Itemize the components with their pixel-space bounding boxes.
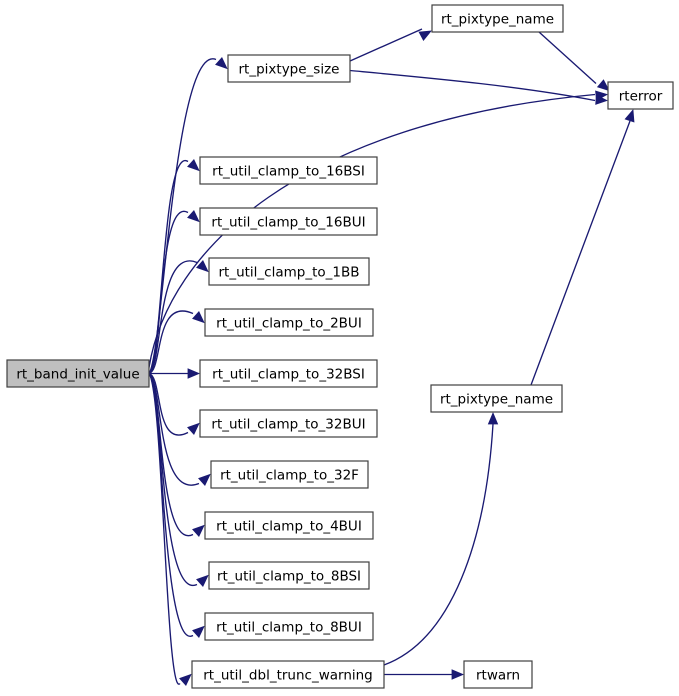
edge-rt_pixtype_size-to-rterror (349, 69, 609, 105)
node-box[interactable] (463, 660, 533, 689)
node-box[interactable] (6, 359, 150, 388)
node-rt_pixtype_name_top[interactable]: rt_pixtype_name (431, 4, 564, 33)
node-box[interactable] (208, 561, 370, 590)
edges-layer (148, 28, 635, 686)
arrow-head-icon (595, 94, 609, 105)
edge-line (530, 120, 631, 386)
edge-line (349, 28, 423, 62)
edge-rt_pixtype_name_mid-to-rterror (530, 109, 635, 386)
node-box[interactable] (199, 409, 378, 438)
node-rt_util_clamp_to_8BUI[interactable]: rt_util_clamp_to_8BUI (204, 612, 374, 641)
arrow-head-icon (192, 625, 205, 638)
arrow-head-icon (196, 260, 209, 273)
edge-line (148, 310, 194, 375)
node-box[interactable] (208, 257, 370, 286)
edge-line (538, 31, 597, 85)
edge-line (349, 69, 596, 102)
edge-rt_band_init_value-to-rt_util_clamp_to_32BUI (148, 372, 200, 436)
arrow-head-icon (187, 422, 200, 435)
node-box[interactable] (204, 612, 374, 641)
node-rt_util_clamp_to_16BSI[interactable]: rt_util_clamp_to_16BSI (199, 156, 378, 185)
arrow-head-icon (624, 109, 635, 123)
edge-line (148, 372, 189, 436)
node-box[interactable] (199, 156, 378, 185)
edge-rt_band_init_value-to-rt_util_clamp_to_32BSI (149, 368, 201, 379)
node-box[interactable] (191, 660, 385, 689)
node-box[interactable] (227, 54, 351, 83)
arrow-head-icon (179, 673, 192, 686)
node-rt_util_clamp_to_32BUI[interactable]: rt_util_clamp_to_32BUI (199, 409, 378, 438)
node-box[interactable] (199, 359, 378, 388)
arrow-head-icon (192, 311, 205, 324)
arrow-head-icon (192, 524, 205, 537)
arrow-head-icon (187, 368, 201, 379)
edge-rt_band_init_value-to-rt_util_clamp_to_2BUI (148, 310, 205, 375)
edge-rt_band_init_value-to-rt_util_clamp_to_1BB (148, 260, 209, 375)
arrow-head-icon (198, 473, 211, 486)
node-rt_util_clamp_to_16BUI[interactable]: rt_util_clamp_to_16BUI (199, 207, 378, 236)
arrow-head-icon (418, 30, 432, 41)
node-rt_util_clamp_to_1BB[interactable]: rt_util_clamp_to_1BB (208, 257, 370, 286)
edge-rt_util_dbl_trunc_warning-to-rt_pixtype_name_mid (383, 411, 499, 666)
arrow-head-icon (196, 574, 209, 587)
edge-line (383, 423, 494, 666)
node-rt_util_clamp_to_4BUI[interactable]: rt_util_clamp_to_4BUI (204, 511, 374, 540)
edge-line (148, 260, 198, 375)
arrow-head-icon (187, 210, 200, 223)
node-rt_util_clamp_to_8BSI[interactable]: rt_util_clamp_to_8BSI (208, 561, 370, 590)
arrow-head-icon (187, 159, 200, 172)
node-rt_pixtype_name_mid[interactable]: rt_pixtype_name (430, 384, 563, 413)
node-rt_util_clamp_to_32BSI[interactable]: rt_util_clamp_to_32BSI (199, 359, 378, 388)
edge-rt_band_init_value-to-rt_util_clamp_to_16BUI (148, 210, 200, 375)
nodes-layer: rt_band_init_value rt_pixtype_size rt_pixt… (6, 4, 674, 689)
edge-line (148, 93, 596, 368)
node-box[interactable] (204, 308, 374, 337)
edge-rt_pixtype_name_top-to-rterror (538, 31, 610, 92)
arrow-head-icon (596, 79, 610, 92)
edge-line (148, 373, 181, 685)
node-box[interactable] (607, 81, 674, 110)
node-box[interactable] (430, 384, 563, 413)
arrow-head-icon (451, 669, 465, 680)
edge-line (148, 210, 189, 375)
node-rt_band_init_value[interactable]: rt_band_init_value (6, 359, 150, 388)
arrow-head-icon (487, 411, 499, 425)
node-rterror[interactable]: rterror (607, 81, 674, 110)
node-box[interactable] (199, 207, 378, 236)
node-rt_pixtype_size[interactable]: rt_pixtype_size (227, 54, 351, 83)
node-rt_util_dbl_trunc_warning[interactable]: rt_util_dbl_trunc_warning (191, 660, 385, 689)
edge-rt_band_init_value-to-rt_util_dbl_trunc_warning (148, 373, 192, 686)
edge-rt_util_dbl_trunc_warning-to-rtwarn (384, 669, 465, 680)
node-rt_util_clamp_to_32F[interactable]: rt_util_clamp_to_32F (210, 460, 369, 489)
node-box[interactable] (431, 4, 564, 33)
node-box[interactable] (210, 460, 369, 489)
node-rtwarn[interactable]: rtwarn (463, 660, 533, 689)
node-box[interactable] (204, 511, 374, 540)
arrow-head-icon (215, 57, 228, 70)
edge-rt_pixtype_size-to-rt_pixtype_name_top (349, 28, 432, 62)
node-rt_util_clamp_to_2BUI[interactable]: rt_util_clamp_to_2BUI (204, 308, 374, 337)
